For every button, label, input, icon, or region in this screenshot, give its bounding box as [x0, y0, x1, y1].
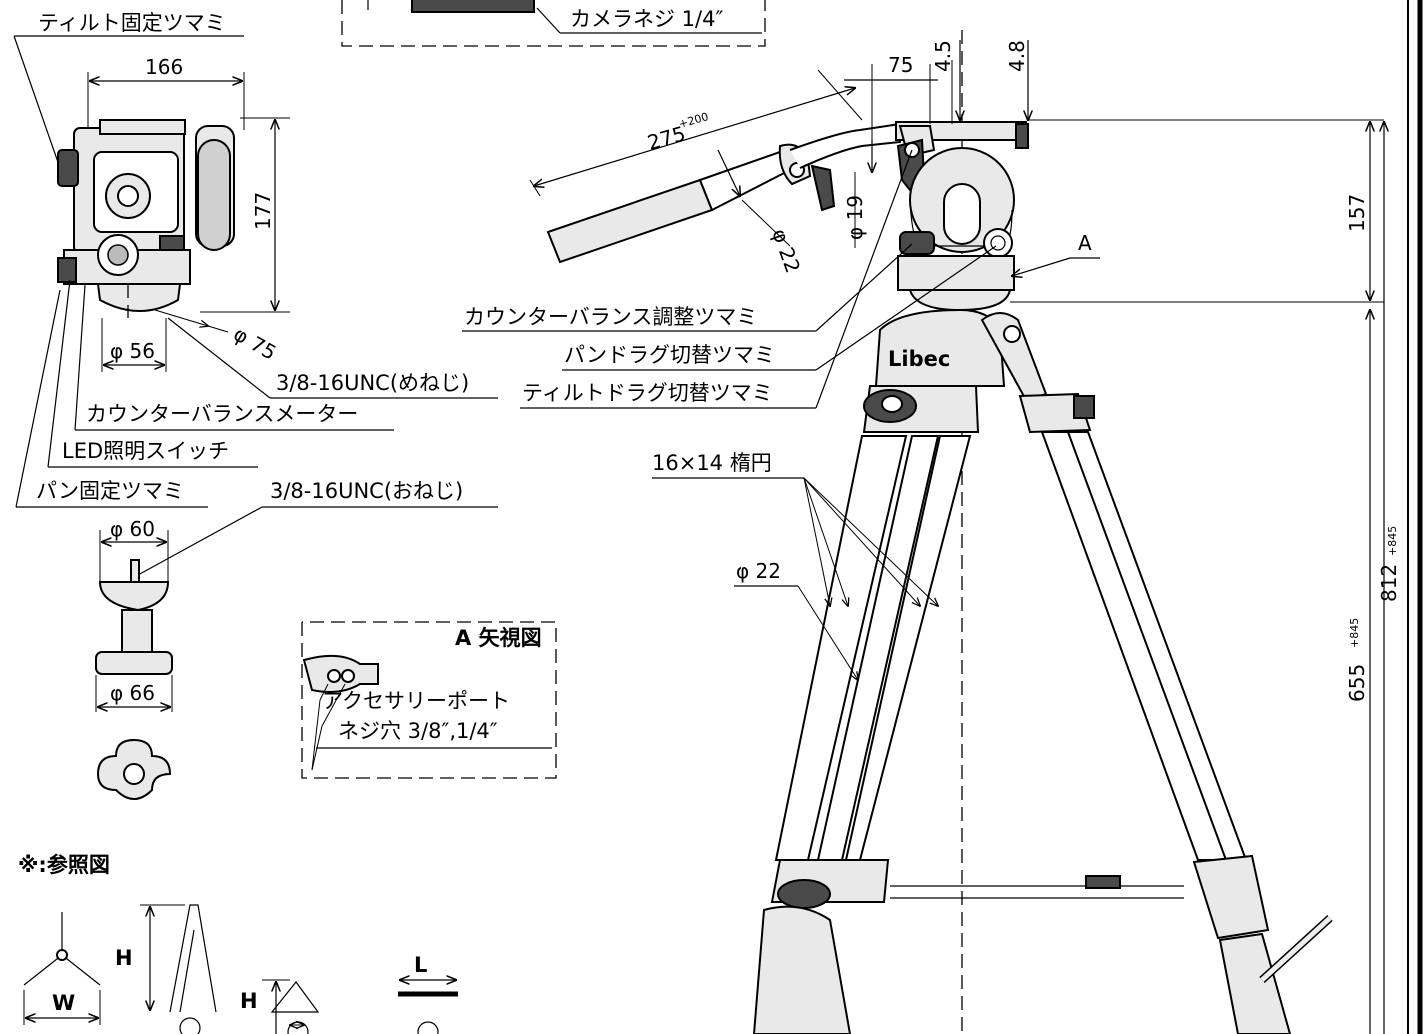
- counterbalance-knob-label: カウンターバランス調整ツマミ: [464, 305, 757, 329]
- dia-75-dim: φ 75: [230, 322, 281, 365]
- dim-75: 75: [888, 53, 913, 77]
- height-655-tolerance: +845: [1348, 618, 1361, 648]
- fluid-head-front-view: 166 177: [57, 55, 290, 318]
- dia-19-dim: φ 19: [843, 195, 867, 240]
- ref-h1: H: [115, 946, 133, 970]
- ref-l: L: [414, 953, 427, 977]
- dia-22-leg-dim: φ 22: [736, 559, 781, 583]
- view-a-title: A 矢視図: [455, 626, 542, 650]
- reference-note: ※:参照図: [18, 853, 110, 877]
- handle-275-tolerance: +200: [677, 110, 710, 131]
- height-655-dim: 655: [1345, 664, 1369, 702]
- height-177-dim: 177: [251, 192, 275, 230]
- width-166-dim: 166: [145, 55, 183, 79]
- led-switch-label: LED照明スイッチ: [62, 439, 229, 463]
- dim-4-5: 4.5: [931, 40, 955, 72]
- accessory-port-label: アクセサリーポート: [322, 689, 510, 713]
- tilt-lock-label: ティルト固定ツマミ: [38, 11, 226, 35]
- camera-screw-detail-box: カメラネジ 1/4″: [341, 0, 766, 47]
- height-157-dim: 157: [1345, 194, 1369, 232]
- accessory-port-thread: ネジ穴 3/8″,1/4″: [338, 719, 498, 743]
- female-thread-label: 3/8-16UNC(めねじ): [276, 371, 469, 395]
- pan-lock-label: パン固定ツマミ: [36, 479, 184, 503]
- tilt-drag-knob-label: ティルトドラグ切替ツマミ: [522, 381, 773, 405]
- tripod-legs: Libec: [752, 308, 1333, 1034]
- marker-a: A: [1078, 231, 1092, 255]
- dia-60-dim: φ 60: [110, 517, 155, 541]
- dia-66-dim: φ 66: [110, 681, 155, 705]
- reference-figures: W H H L: [23, 904, 458, 1034]
- view-a-detail-box: A 矢視図 アクセサリーポート ネジ穴 3/8″,1/4″: [301, 621, 557, 779]
- dia-22-handle-dim: φ 22: [767, 226, 805, 276]
- dia-56-dim: φ 56: [110, 339, 155, 363]
- camera-screw-label: カメラネジ 1/4″: [570, 7, 723, 31]
- male-thread-label: 3/8-16UNC(おねじ): [270, 479, 463, 503]
- fluid-head-side-view: [546, 30, 1029, 1034]
- counterbalance-meter-label: カウンターバランスメーター: [86, 402, 358, 426]
- half-ball-adapter: φ 60 φ 66: [95, 517, 173, 800]
- height-812-dim: 812: [1377, 564, 1401, 602]
- ref-h2: H: [240, 989, 258, 1013]
- height-812-tolerance: +845: [1386, 526, 1399, 556]
- pan-drag-knob-label: パンドラグ切替ツマミ: [564, 343, 775, 367]
- ref-w: W: [52, 991, 75, 1015]
- leg-section-label: 16×14 楕円: [652, 451, 772, 475]
- brand-libec: Libec: [888, 347, 950, 371]
- dim-4-8: 4.8: [1005, 40, 1029, 72]
